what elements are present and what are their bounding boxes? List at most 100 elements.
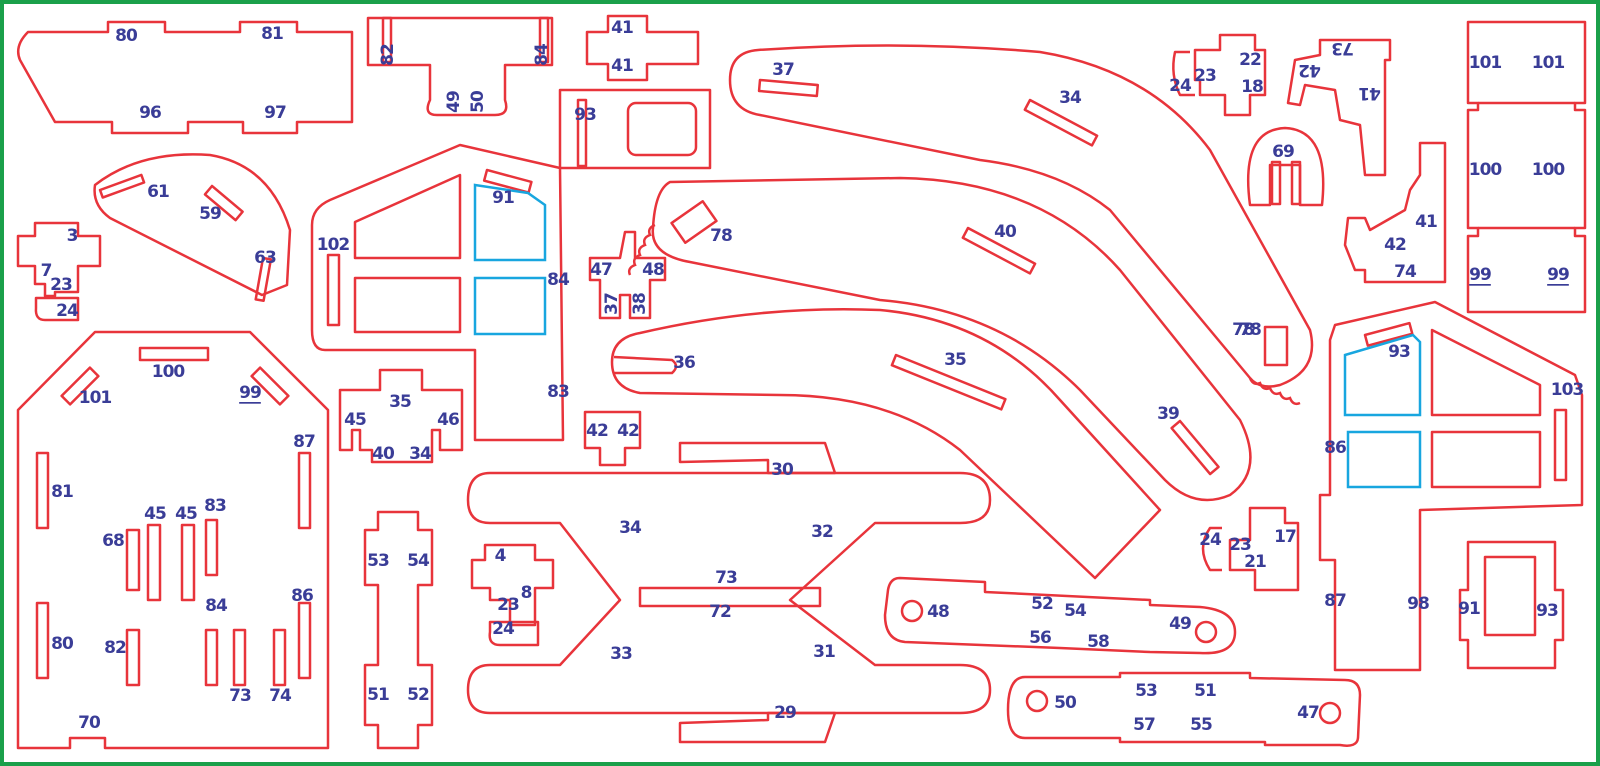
part-label-50: 50 xyxy=(468,90,488,113)
part-label-87: 87 xyxy=(293,432,315,452)
part-label-41: 41 xyxy=(1415,212,1437,232)
part-22-18 xyxy=(1193,33,1267,117)
teeth-right xyxy=(1248,377,1301,406)
part-label-99: 99 xyxy=(239,383,261,403)
part-label-30: 30 xyxy=(771,460,794,480)
part-48-49-bar xyxy=(883,576,1237,655)
part-label-17: 17 xyxy=(1274,527,1296,547)
tab-29 xyxy=(678,711,837,744)
part-label-93: 93 xyxy=(1536,601,1558,621)
part-label-42: 42 xyxy=(1384,235,1406,255)
part-73-42-41 xyxy=(1286,38,1392,177)
part-50-47-bar xyxy=(1006,671,1362,747)
slot-69a xyxy=(1270,160,1282,206)
hole-50 xyxy=(1025,689,1049,713)
part-label-35: 35 xyxy=(389,392,411,412)
part-label-24: 24 xyxy=(56,301,79,321)
part-69-bracket xyxy=(1246,126,1325,207)
slot-74 xyxy=(272,628,287,687)
part-label-51: 51 xyxy=(367,685,389,705)
slot-102 xyxy=(326,253,341,327)
part-label-7: 7 xyxy=(41,261,52,281)
part-label-59: 59 xyxy=(199,204,221,224)
part-label-48: 48 xyxy=(642,260,664,280)
slot-80 xyxy=(35,601,50,680)
cutout-right-upper xyxy=(1430,328,1542,417)
part-93-window xyxy=(626,101,698,157)
slot-93 xyxy=(1363,321,1414,347)
part-label-42: 42 xyxy=(586,421,608,441)
cutout-upper-left xyxy=(353,173,462,260)
part-61-59-63 xyxy=(93,153,292,297)
part-label-32: 32 xyxy=(811,522,833,542)
part-label-48: 48 xyxy=(927,602,949,622)
part-label-83: 83 xyxy=(204,496,226,516)
slot-78 xyxy=(1263,325,1289,367)
slot-37 xyxy=(757,78,820,98)
slot-34 xyxy=(1023,98,1099,147)
part-label-40: 40 xyxy=(372,444,395,464)
part-label-34: 34 xyxy=(619,518,642,538)
part-label-53: 53 xyxy=(367,551,389,571)
engrave-upper-left xyxy=(473,183,547,262)
slot-83 xyxy=(204,518,219,577)
slot-68 xyxy=(125,528,141,592)
part-label-97: 97 xyxy=(264,103,286,123)
slot-81 xyxy=(35,451,50,530)
part-label-78: 78 xyxy=(710,226,732,246)
part-label-87: 87 xyxy=(1324,591,1346,611)
part-label-101: 101 xyxy=(1469,53,1502,73)
part-label-81: 81 xyxy=(261,24,283,44)
part-label-73: 73 xyxy=(1332,38,1354,58)
part-label-86: 86 xyxy=(291,586,313,606)
slot-61 xyxy=(98,173,146,199)
part-label-101: 101 xyxy=(1532,53,1565,73)
part-label-78: 78 xyxy=(1239,320,1261,340)
part-second-arm xyxy=(651,176,1252,502)
part-label-29: 29 xyxy=(774,703,796,723)
part-label-93: 93 xyxy=(574,105,596,125)
engrave-upper-right xyxy=(1343,333,1422,417)
part-label-98: 98 xyxy=(1407,594,1429,614)
part-93-slot xyxy=(576,98,588,168)
part-label-42: 42 xyxy=(1299,60,1321,80)
slot-45a xyxy=(146,523,162,602)
part-label-54: 54 xyxy=(1064,601,1087,621)
part-label-99: 99 xyxy=(1469,265,1491,285)
cutout-right-lower xyxy=(1430,430,1542,489)
part-label-82: 82 xyxy=(378,44,398,66)
part-41 xyxy=(585,14,700,82)
part-label-74: 74 xyxy=(1394,262,1417,282)
part-label-45: 45 xyxy=(144,504,166,524)
slot-59 xyxy=(203,184,244,222)
slot-45b xyxy=(180,523,196,602)
part-right-big-plate xyxy=(1318,300,1584,672)
part-label-3: 3 xyxy=(67,226,78,246)
slot-78b xyxy=(670,200,718,244)
hole-49 xyxy=(1194,620,1218,644)
slot-82 xyxy=(125,628,141,687)
part-label-23: 23 xyxy=(50,275,72,295)
part-label-84: 84 xyxy=(532,43,552,66)
part-label-50: 50 xyxy=(1054,693,1077,713)
part-label-31: 31 xyxy=(813,642,835,662)
part-label-36: 36 xyxy=(673,353,695,373)
part-h-frame xyxy=(466,471,992,715)
part-top-left-plate xyxy=(17,20,354,135)
part-label-96: 96 xyxy=(139,103,161,123)
slot-73 xyxy=(232,628,247,687)
cutout-lower-left xyxy=(353,276,462,334)
part-boomerang-arm xyxy=(728,44,1314,388)
part-42-small xyxy=(583,410,642,467)
part-label-23: 23 xyxy=(1229,535,1251,555)
slot-84 xyxy=(538,16,550,64)
part-label-45: 45 xyxy=(344,410,366,430)
part-third-arm xyxy=(610,308,1162,580)
part-label-58: 58 xyxy=(1087,632,1109,652)
part-91-93-frame xyxy=(1458,540,1565,670)
part-label-41: 41 xyxy=(611,18,633,38)
part-label-69: 69 xyxy=(1272,142,1294,162)
part-label-61: 61 xyxy=(147,182,169,202)
